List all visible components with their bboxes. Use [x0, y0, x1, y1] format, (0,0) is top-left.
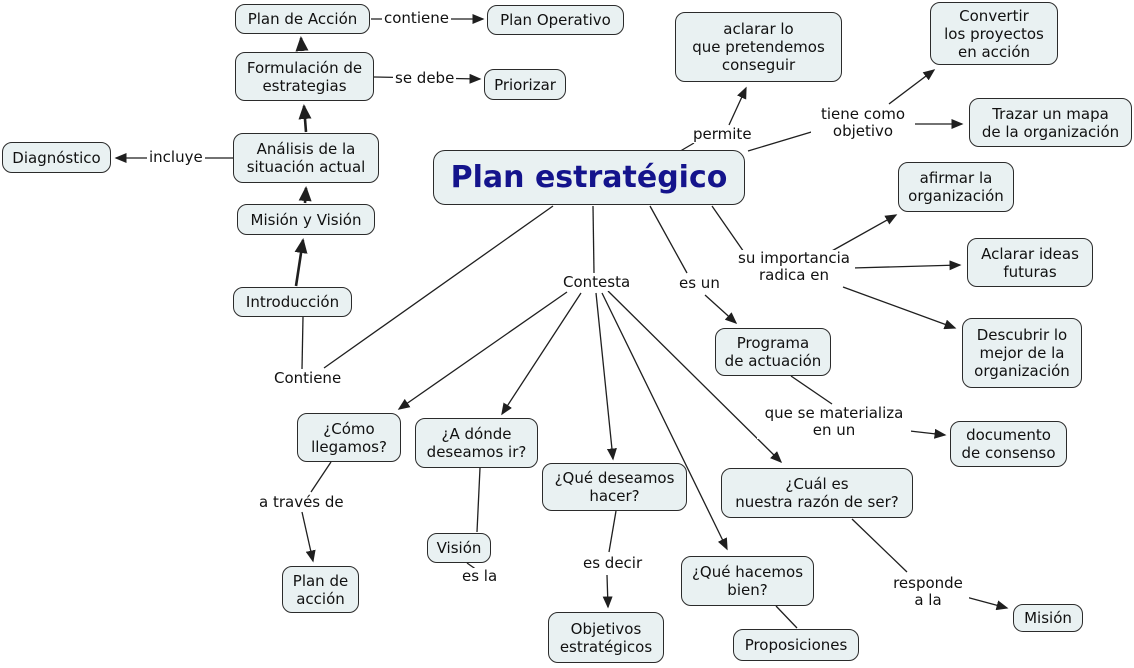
node-plan-de-accion-top[interactable]: Plan de Acción — [235, 4, 370, 34]
connector-programa-que-se-materializa — [790, 375, 833, 405]
connector-title-su-importancia — [711, 205, 747, 256]
node-analisis-situacion-actual[interactable]: Análisis de la situación actual — [233, 133, 379, 183]
node-plan-de-accion-bottom[interactable]: Plan de acción — [282, 566, 359, 613]
link-label-contesta[interactable]: Contesta — [561, 273, 633, 291]
connector-contesta-a-donde — [501, 292, 582, 416]
node-descubrir-lo-mejor[interactable]: Descubrir lo mejor de la organización — [962, 318, 1082, 388]
node-aclarar-lo-que-pretendemos[interactable]: aclarar lo que pretendemos conseguir — [675, 12, 842, 82]
connector-importancia-descubrir — [842, 286, 957, 330]
node-convertir-proyectos[interactable]: Convertir los proyectos en acción — [930, 2, 1058, 65]
link-label-su-importancia[interactable]: su importancia radica en — [733, 250, 855, 284]
node-documento-de-consenso[interactable]: documento de consenso — [950, 421, 1067, 467]
connector-introduccion-mision-y-vision — [294, 238, 308, 287]
link-label-responde-a-la[interactable]: responde a la — [887, 575, 969, 609]
node-que-hacemos-bien[interactable]: ¿Qué hacemos bien? — [681, 556, 814, 606]
node-diagnostico[interactable]: Diagnóstico — [2, 142, 111, 173]
node-trazar-mapa[interactable]: Trazar un mapa de la organización — [969, 98, 1132, 147]
connector-contesta-cual-es — [607, 290, 783, 464]
link-label-es-un[interactable]: es un — [677, 274, 722, 292]
node-mision-y-vision[interactable]: Misión y Visión — [237, 204, 375, 235]
connector-permite-aclarar-lo — [728, 86, 747, 126]
connector-importancia-aclarar-ideas — [851, 260, 962, 271]
link-label-contiene-chain[interactable]: Contiene — [272, 369, 344, 387]
connector-es-decir-objetivos — [602, 574, 613, 609]
connector-title-contesta — [592, 205, 595, 274]
connector-como-llegamos-a-traves-de — [310, 461, 332, 493]
connector-title-es-un — [649, 205, 688, 274]
link-label-es-decir[interactable]: es decir — [581, 554, 645, 572]
connector-que-hacemos-proposiciones — [775, 605, 798, 629]
link-label-se-debe[interactable]: se debe — [393, 69, 457, 87]
node-cual-es-nuestra-razon[interactable]: ¿Cuál es nuestra razón de ser? — [721, 468, 913, 518]
node-priorizar[interactable]: Priorizar — [484, 69, 566, 100]
connector-objetivo-convertir — [888, 69, 936, 105]
link-label-a-traves-de[interactable]: a través de — [257, 493, 346, 511]
connector-analisis-formulacion — [298, 104, 312, 133]
connector-title-tiene-como-objetivo — [747, 129, 819, 152]
node-plan-estrategico[interactable]: Plan estratégico — [433, 150, 745, 205]
connector-a-traves-plan-accion — [301, 511, 316, 563]
connector-que-deseamos-es-decir — [608, 510, 617, 553]
node-programa-de-actuacion[interactable]: Programa de actuación — [715, 328, 831, 376]
node-formulacion-de-estrategias[interactable]: Formulación de estrategias — [235, 52, 374, 101]
node-proposiciones[interactable]: Proposiciones — [733, 629, 859, 661]
node-como-llegamos[interactable]: ¿Cómo llegamos? — [297, 413, 401, 462]
node-afirmar-organizacion[interactable]: afirmar la organización — [898, 162, 1014, 212]
link-label-es-la[interactable]: es la — [460, 567, 500, 585]
node-vision[interactable]: Visión — [427, 533, 491, 563]
connector-responde-mision — [965, 596, 1009, 611]
connector-es-un-programa — [704, 294, 738, 325]
node-mision[interactable]: Misión — [1013, 604, 1083, 632]
connector-contesta-que-hacemos — [601, 292, 728, 551]
connector-importancia-afirmar — [829, 214, 898, 253]
link-label-tiene-como-objetivo[interactable]: tiene como objetivo — [811, 106, 915, 140]
node-a-donde-deseamos-ir[interactable]: ¿A dónde deseamos ir? — [415, 418, 538, 468]
connector-a-donde-vision — [476, 467, 481, 533]
node-aclarar-ideas-futuras[interactable]: Aclarar ideas futuras — [967, 238, 1093, 287]
connector-title-contiene — [323, 205, 554, 369]
node-plan-operativo[interactable]: Plan Operativo — [487, 5, 624, 35]
link-label-contiene[interactable]: contiene — [382, 9, 451, 27]
connector-contiene-introduccion — [301, 316, 304, 370]
link-label-incluye[interactable]: incluye — [147, 148, 205, 166]
link-label-permite[interactable]: permite — [691, 125, 754, 143]
link-label-que-se-materializa[interactable]: que se materializa en un — [757, 405, 911, 439]
connector-formulacion-plan-de-accion — [295, 36, 309, 52]
connector-mision-y-vision-analisis — [298, 186, 312, 204]
node-introduccion[interactable]: Introducción — [233, 287, 352, 317]
connector-contesta-como-llegamos — [397, 291, 568, 410]
node-objetivos-estrategicos[interactable]: Objetivos estratégicos — [548, 612, 664, 663]
connector-cual-es-responde — [851, 518, 908, 573]
node-que-deseamos-hacer[interactable]: ¿Qué deseamos hacer? — [542, 463, 687, 511]
connector-contesta-que-deseamos — [595, 292, 617, 461]
